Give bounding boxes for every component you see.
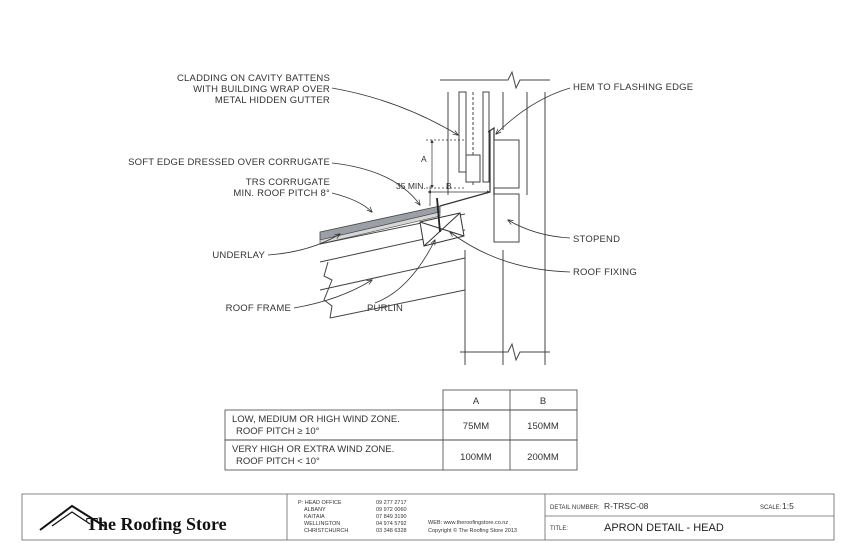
office-4-name: CHRISTCHURCH	[304, 528, 348, 534]
drawing-title: APRON DETAIL - HEAD	[604, 522, 724, 534]
label-trs-2: MIN. ROOF PITCH 8°	[233, 188, 330, 199]
office-1-phone: 09 972 0060	[376, 507, 407, 513]
office-1-name: ALBANY	[304, 507, 326, 513]
office-0-phone: 09 277 2717	[376, 500, 407, 506]
roof-logo-icon	[39, 504, 105, 531]
table-row-1-cond-1: LOW, MEDIUM OR HIGH WIND ZONE.	[232, 414, 400, 425]
table-row-1-b: 150MM	[527, 421, 559, 432]
wall	[440, 70, 550, 365]
wall-blocks	[493, 139, 520, 243]
table-row-1-cond-2: ROOF PITCH ≥ 10°	[236, 426, 320, 437]
office-4-phone: 03 348 6328	[376, 528, 407, 534]
cladding	[465, 154, 481, 183]
office-2-name: KAITAIA	[304, 514, 325, 520]
detail-number: R-TRSC-08	[604, 501, 649, 511]
label-stopend: STOPEND	[573, 234, 620, 245]
label-underlay: UNDERLAY	[212, 250, 265, 261]
office-2-phone: 07 849 3190	[376, 514, 407, 520]
label-trs-1: TRS CORRUGATE	[246, 177, 330, 188]
label-cladding-1: CLADDING ON CAVITY BATTENS	[177, 73, 330, 84]
table-row-2-cond-1: VERY HIGH OR EXTRA WIND ZONE.	[232, 444, 394, 455]
label-hem: HEM TO FLASHING EDGE	[573, 82, 693, 93]
dim-b-label: B	[446, 181, 452, 191]
title-block	[21, 493, 835, 541]
title-label: TITLE:	[550, 526, 568, 532]
office-3-phone: 04 974 5792	[376, 521, 407, 527]
scale-value: 1:5	[782, 501, 794, 511]
roof-fixing	[436, 197, 441, 233]
table-header-a: A	[473, 396, 480, 407]
leaders	[267, 87, 571, 309]
office-0-name: P: HEAD OFFICE	[298, 500, 342, 506]
purlin	[419, 212, 465, 247]
label-roof-fixing: ROOF FIXING	[573, 267, 637, 278]
wind-zone-table	[224, 389, 578, 471]
office-3-name: WELLINGTON	[304, 521, 340, 527]
label-cladding-2: WITH BUILDING WRAP OVER	[193, 84, 330, 95]
copyright: Copyright © The Roofing Store 2013	[428, 527, 517, 534]
scale-label: SCALE:	[760, 505, 782, 511]
table-row-2-a: 100MM	[460, 452, 492, 463]
label-cladding-3: METAL HIDDEN GUTTER	[215, 95, 330, 106]
web-address: WEB: www.theroofingstore.co.nz	[428, 520, 508, 526]
dimensions	[426, 139, 491, 206]
company-name: The Roofing Store	[86, 514, 227, 534]
table-row-2-cond-2: ROOF PITCH < 10°	[236, 456, 320, 467]
roof-corrugate	[319, 205, 441, 245]
label-purlin: PURLIN	[367, 303, 403, 314]
label-soft-edge: SOFT EDGE DRESSED OVER CORRUGATE	[128, 157, 330, 168]
table-header-b: B	[540, 396, 546, 407]
detail-number-label: DETAIL NUMBER:	[550, 505, 600, 511]
label-roof-frame: ROOF FRAME	[226, 303, 291, 314]
table-row-2-b: 200MM	[527, 452, 559, 463]
dim-35-label: 35 MIN.	[396, 181, 426, 191]
dim-a-label: A	[421, 154, 427, 164]
table-row-1-a: 75MM	[463, 421, 489, 432]
